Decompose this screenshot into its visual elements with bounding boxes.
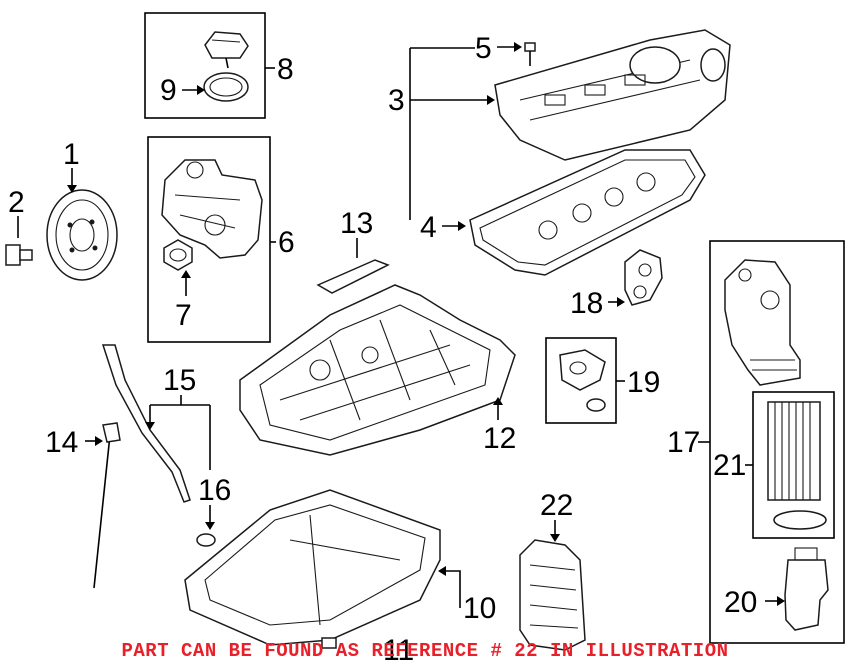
callout-7: 7 <box>175 299 192 332</box>
bolt-icon <box>5 244 33 266</box>
bolt-icon <box>321 637 337 649</box>
o-ring-icon <box>203 72 249 102</box>
callout-16: 16 <box>198 474 231 507</box>
callout-12: 12 <box>483 422 516 455</box>
callout-6: 6 <box>278 226 295 259</box>
callout-2: 2 <box>8 186 25 219</box>
callout-8: 8 <box>277 53 294 86</box>
valve-cover-icon <box>494 29 731 161</box>
o-ring-icon <box>773 510 827 530</box>
callout-18: 18 <box>570 287 603 320</box>
callout-15: 15 <box>163 364 196 397</box>
oil-filter-housing-icon <box>784 547 829 631</box>
crankshaft-pulley-icon <box>46 189 118 281</box>
callout-1: 1 <box>63 138 80 171</box>
callout-10: 10 <box>463 592 496 625</box>
callout-14: 14 <box>45 426 78 459</box>
oil-filter-housing-icon <box>724 259 801 386</box>
callout-13: 13 <box>340 207 373 240</box>
cap-box <box>144 12 266 119</box>
callout-3: 3 <box>388 84 405 117</box>
reference-note: PART CAN BE FOUND AS REFERENCE # 22 IN I… <box>121 640 729 662</box>
seal-icon <box>316 259 390 294</box>
callout-21: 21 <box>713 449 746 482</box>
callout-19: 19 <box>627 366 660 399</box>
gasket-icon <box>559 349 606 391</box>
callout-20: 20 <box>724 586 757 619</box>
callout-4: 4 <box>420 211 437 244</box>
oil-pan-icon <box>184 489 441 646</box>
callout-17: 17 <box>667 426 700 459</box>
callout-11: 11 <box>383 634 414 667</box>
oil-pan-icon <box>239 284 516 456</box>
seal-icon <box>163 239 193 271</box>
callout-5: 5 <box>475 32 492 65</box>
callout-9: 9 <box>160 74 177 107</box>
timing-cover-icon <box>161 159 263 259</box>
gasket-icon <box>469 149 706 276</box>
oil-cap-icon <box>204 31 249 69</box>
dipstick-icon <box>93 422 121 589</box>
o-ring-icon <box>586 398 606 412</box>
bolt-icon <box>524 42 536 66</box>
cover-box <box>147 136 271 343</box>
oil-cooler-icon <box>519 539 586 651</box>
o-ring-icon <box>196 533 216 547</box>
oil-filter-icon <box>767 401 821 501</box>
gasket-icon <box>624 249 663 306</box>
callout-22: 22 <box>540 489 573 522</box>
